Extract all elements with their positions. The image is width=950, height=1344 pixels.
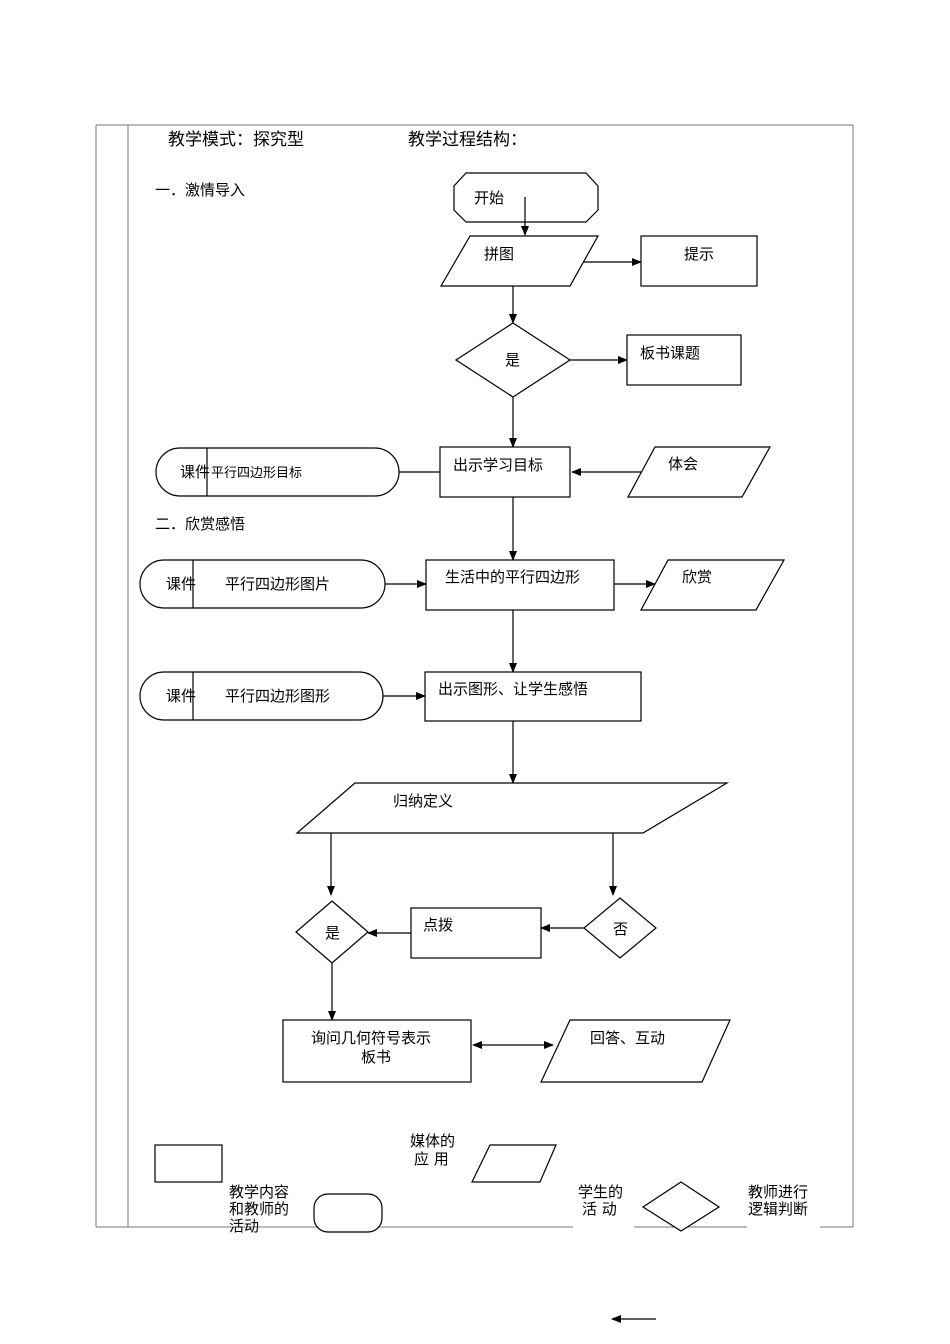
summarize-label: 归纳定义 <box>393 792 453 810</box>
process-structure-title: 教学过程结构： <box>408 130 527 150</box>
start-label: 开始 <box>474 189 504 207</box>
courseware-figure-label-b: 平行四边形图形 <box>225 687 330 705</box>
board-title-node <box>626 334 742 386</box>
decision-yes-2-label: 是 <box>325 924 340 942</box>
legend-content-1: 教学内容 <box>229 1183 289 1201</box>
legend-content-2: 和教师的 <box>229 1200 289 1218</box>
legend-student-2: 活 动 <box>582 1200 617 1218</box>
legend-logic-shape <box>641 1181 721 1232</box>
legend-process-shape <box>154 1144 223 1183</box>
decision-yes-1-label: 是 <box>505 351 520 369</box>
ask-symbol-label-2: 板书 <box>361 1048 391 1066</box>
board-title-label: 板书课题 <box>640 344 700 362</box>
legend-media-1: 媒体的 <box>410 1132 455 1150</box>
puzzle-label: 拼图 <box>484 245 514 263</box>
puzzle-node <box>439 235 600 287</box>
ask-symbol-node <box>282 1019 472 1083</box>
experience-node <box>626 446 772 498</box>
courseware-picture-label-b: 平行四边形图片 <box>225 575 330 593</box>
legend-logic-2: 逻辑判断 <box>748 1200 808 1218</box>
legend-student-1: 学生的 <box>578 1183 623 1201</box>
courseware-goal-label-a: 课件 <box>180 463 210 481</box>
hint-label: 提示 <box>684 245 714 263</box>
show-figure-node <box>424 671 642 722</box>
appreciate-label: 欣赏 <box>682 568 712 586</box>
ask-symbol-label-1: 询问几何符号表示 <box>311 1029 431 1047</box>
life-parallelogram-node <box>425 559 615 611</box>
legend-logic-1: 教师进行 <box>748 1183 808 1201</box>
section-2-heading: 二．欣赏感悟 <box>155 515 245 533</box>
experience-label: 体会 <box>668 455 698 473</box>
courseware-figure-label-a: 课件 <box>166 687 196 705</box>
legend-content-3: 活动 <box>229 1217 259 1235</box>
decision-no-label: 否 <box>613 920 628 938</box>
legend-content-shape <box>313 1193 383 1233</box>
guide-label: 点拨 <box>423 916 453 934</box>
start-node <box>453 172 599 223</box>
appreciate-node <box>639 559 786 611</box>
show-figure-label: 出示图形、让学生感悟 <box>438 680 588 698</box>
hint-node <box>640 235 758 287</box>
show-goal-label: 出示学习目标 <box>453 456 543 474</box>
answer-node <box>540 1019 731 1083</box>
answer-label: 回答、互动 <box>590 1029 665 1047</box>
guide-node <box>410 907 542 959</box>
legend-media-2: 应 用 <box>414 1150 449 1168</box>
decision-no <box>583 897 657 959</box>
show-goal-node <box>439 446 571 498</box>
section-1-heading: 一．激情导入 <box>155 181 245 199</box>
courseware-goal-label-b: 平行四边形目标 <box>211 466 302 481</box>
courseware-picture-label-a: 课件 <box>166 575 196 593</box>
life-parallelogram-label: 生活中的平行四边形 <box>445 568 580 586</box>
summarize-node <box>295 782 730 834</box>
legend-media-shape <box>471 1144 557 1183</box>
teaching-mode: 教学模式：探究型 <box>168 130 304 150</box>
